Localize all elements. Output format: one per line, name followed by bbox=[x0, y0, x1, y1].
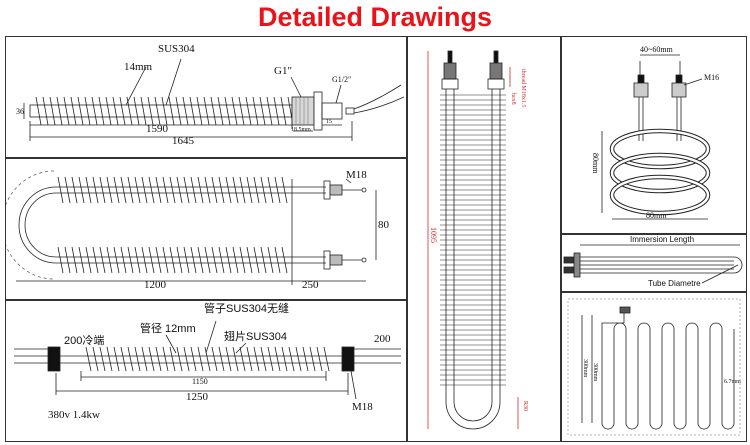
tall-u-heater-fins bbox=[440, 94, 506, 386]
label-thread-main: G1" bbox=[274, 65, 292, 77]
dim-inner: 1150 bbox=[192, 377, 208, 386]
label-tube-diameter: Tube Diametre bbox=[648, 279, 701, 288]
tall-u-heater-figure bbox=[427, 50, 519, 430]
dim-end: 15 bbox=[326, 119, 332, 125]
lead-wire-2 bbox=[353, 96, 405, 114]
label-fin-pitch: 14mm bbox=[124, 61, 153, 73]
left-fitting bbox=[47, 346, 61, 372]
drawing-immersion-heater: Immersion Length Tube Diametre bbox=[561, 234, 747, 292]
label-tube-material: 管子SUS304无缝 bbox=[204, 303, 289, 315]
serpentine-heater-figure bbox=[567, 298, 741, 436]
u-heater-figure bbox=[6, 170, 377, 285]
small-fitting bbox=[321, 102, 343, 120]
label-thread: M18 bbox=[346, 169, 367, 181]
cold-end-heater-fins bbox=[85, 346, 330, 372]
u-heater-fins-bottom bbox=[57, 246, 288, 274]
label-fin-material: 翅片SUS304 bbox=[224, 331, 287, 343]
main-fitting bbox=[291, 96, 315, 126]
dim-cold-end: 250 bbox=[302, 279, 319, 291]
straight-heater-tube bbox=[29, 104, 293, 118]
label-cold-end-right: 200 bbox=[374, 333, 391, 345]
dim-tube: 6.7mm bbox=[724, 379, 741, 385]
dim-nut: hex8 bbox=[510, 93, 516, 105]
drawing-u-finned-heater: M18 80 1200 250 bbox=[5, 158, 407, 300]
dim-fin-length: 1590 bbox=[146, 123, 168, 135]
cold-end-heater-figure bbox=[14, 320, 401, 400]
dim-bottom: R30 bbox=[522, 401, 528, 412]
dim-thread: thread M18x1.5 bbox=[520, 69, 526, 108]
u-heater-fins-top bbox=[57, 176, 288, 204]
label-thread: M18 bbox=[352, 401, 373, 413]
page-title: Detailed Drawings bbox=[257, 2, 493, 32]
lead-wire-1 bbox=[353, 84, 402, 110]
label-rating: 380v 1.4kw bbox=[48, 409, 100, 421]
drawing-straight-finned-heater: 36 14mm SUS304 G1" G1/2" 18.5mm 15 1590 … bbox=[5, 36, 407, 158]
dim-height-b: 300mm bbox=[592, 363, 598, 382]
dim-fitting: 18.5mm bbox=[291, 127, 311, 133]
straight-heater-figure bbox=[23, 58, 405, 141]
serpentine-tube bbox=[601, 313, 735, 430]
label-immersion-length: Immersion Length bbox=[630, 235, 695, 244]
dim-width: 80mm bbox=[646, 211, 667, 220]
dim-top: 40~60mm bbox=[640, 45, 673, 54]
label-material: SUS304 bbox=[158, 43, 195, 55]
terminal bbox=[345, 107, 355, 115]
drawing-tall-u-heater: 1095 thread M18x1.5 hex8 R30 bbox=[407, 36, 561, 442]
drawing-straight-cold-end-heater: 管子SUS304无缝 管径 12mm 翅片SUS304 200冷端 200 11… bbox=[5, 300, 407, 442]
dim-height: 80mm bbox=[591, 153, 600, 174]
label-thread: M16 bbox=[704, 73, 720, 82]
dim-total-length: 1645 bbox=[172, 135, 194, 147]
drawing-serpentine-heater: 300mm 300mm 6.7mm bbox=[561, 292, 747, 442]
dim-spacing: 80 bbox=[378, 219, 389, 231]
label-cold-end-left: 200冷端 bbox=[64, 335, 105, 347]
drawing-coil-heater: 40~60mm M16 80mm 80mm bbox=[561, 36, 747, 234]
label-tube-diameter: 管径 12mm bbox=[140, 323, 196, 335]
flange bbox=[313, 91, 323, 131]
straight-heater-fins bbox=[35, 96, 294, 126]
dim-diameter: 36 bbox=[16, 107, 24, 116]
dim-total: 1250 bbox=[186, 391, 208, 403]
dim-height-a: 300mm bbox=[582, 359, 588, 378]
dim-fin-length: 1200 bbox=[144, 279, 166, 291]
right-fitting bbox=[341, 346, 355, 372]
coil-heater-figure bbox=[601, 54, 711, 220]
label-thread-small: G1/2" bbox=[332, 75, 352, 84]
dim-length: 1095 bbox=[429, 227, 438, 243]
immersion-heater-figure bbox=[563, 244, 743, 284]
